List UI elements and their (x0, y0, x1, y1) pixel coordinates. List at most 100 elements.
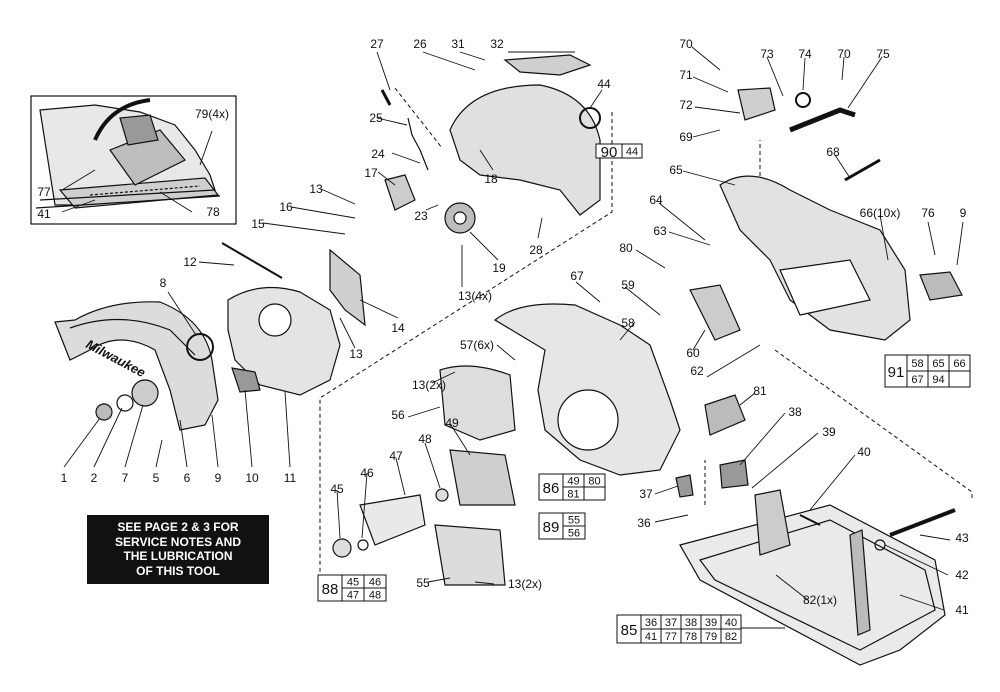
part-callout: 72 (679, 98, 693, 112)
kit-id: 89 (543, 519, 560, 536)
part-callout: 17 (364, 166, 378, 180)
leader-lines (61, 46, 964, 629)
part-callout: 14 (391, 321, 405, 335)
part-callout: 49 (445, 416, 459, 430)
part-callout: 41 (955, 603, 969, 617)
part-callout: 13(2x) (508, 577, 542, 591)
kit-part: 39 (705, 617, 717, 629)
kit-part: 47 (347, 590, 359, 602)
kit-id: 91 (888, 364, 905, 381)
note-line: OF THIS TOOL (136, 563, 220, 578)
part-callout: 68 (826, 145, 840, 159)
part-callout: 11 (284, 471, 297, 485)
guard-assembly: Milwaukee (54, 242, 366, 431)
part-callout: 56 (391, 408, 405, 422)
note-line: THE LUBRICATION (123, 549, 233, 563)
part-callout: 40 (857, 445, 871, 459)
part-callout: 18 (484, 172, 498, 186)
kit-part: 55 (568, 515, 580, 527)
part-callout: 9 (215, 471, 222, 485)
part-callout: 55 (416, 576, 430, 590)
kit-id: 85 (621, 622, 638, 639)
part-callout: 36 (637, 516, 651, 530)
part-callout: 60 (686, 346, 700, 360)
part-callout: 1 (61, 471, 68, 485)
kit-id: 88 (322, 581, 339, 598)
part-callout: 26 (413, 37, 427, 51)
part-callout: 62 (690, 364, 704, 378)
part-callout: 46 (360, 466, 374, 480)
kit-part: 44 (626, 146, 638, 158)
housing-assembly (332, 303, 681, 586)
part-callout: 25 (369, 111, 383, 125)
kit-part: 49 (567, 476, 579, 488)
kit-part: 82 (725, 631, 737, 643)
note-line: SEE PAGE 2 & 3 FOR (117, 520, 239, 534)
kit-box-86: 86 49 80 81 (538, 473, 606, 501)
assembly-outlines (319, 87, 973, 578)
part-callout: 69 (679, 130, 693, 144)
part-callout: 77 (37, 185, 51, 199)
part-callout: 13(2x) (412, 378, 446, 392)
kit-part: 66 (953, 358, 965, 370)
kit-part: 81 (567, 489, 579, 501)
kit-part: 65 (932, 358, 944, 370)
part-callout: 24 (371, 147, 385, 161)
part-callout: 75 (876, 47, 890, 61)
part-callout: 66(10x) (860, 206, 901, 220)
part-callout: 15 (251, 217, 265, 231)
part-callout: 58 (621, 316, 635, 330)
kit-part: 48 (369, 590, 381, 602)
handle-assembly (675, 87, 963, 498)
part-callout: 38 (788, 405, 802, 419)
part-callout: 8 (160, 276, 167, 290)
kit-id: 86 (543, 480, 560, 497)
kit-part: 46 (369, 577, 381, 589)
kit-part: 94 (932, 374, 944, 386)
part-callout: 70 (837, 47, 851, 61)
part-callout: 41 (37, 207, 51, 221)
part-callout: 47 (389, 449, 403, 463)
part-callout: 43 (955, 531, 969, 545)
kit-part: 41 (645, 631, 657, 643)
part-callout: 82(1x) (803, 593, 837, 607)
base-plate (679, 489, 956, 666)
part-callout: 6 (184, 471, 191, 485)
part-callout: 63 (653, 224, 667, 238)
part-callout: 23 (414, 209, 428, 223)
kit-part: 80 (588, 476, 600, 488)
part-callout: 42 (955, 568, 969, 582)
part-callout: 16 (279, 200, 293, 214)
inset-detail (30, 95, 237, 225)
part-callout: 59 (621, 278, 635, 292)
part-callout: 78 (206, 205, 220, 219)
part-callout: 7 (122, 471, 129, 485)
part-callout: 19 (492, 261, 506, 275)
part-callout: 13 (309, 182, 323, 196)
part-callout: 31 (451, 37, 465, 51)
kit-part: 77 (665, 631, 677, 643)
upper-guard-assembly (380, 54, 601, 234)
part-callout: 37 (639, 487, 653, 501)
part-callout: 2 (91, 471, 98, 485)
part-callout: 79(4x) (195, 107, 229, 121)
kit-part: 40 (725, 617, 737, 629)
part-callout: 13 (349, 347, 363, 361)
kit-part: 37 (665, 617, 677, 629)
part-callout: 32 (490, 37, 504, 51)
part-callout: 76 (921, 206, 935, 220)
kit-part: 79 (705, 631, 717, 643)
part-callout: 9 (960, 206, 967, 220)
kit-part: 58 (911, 358, 923, 370)
part-callout: 10 (245, 471, 259, 485)
part-callout: 70 (679, 37, 693, 51)
part-callout: 13(4x) (458, 289, 492, 303)
part-callout: 81 (753, 384, 767, 398)
service-note: SEE PAGE 2 & 3 FOR SERVICE NOTES AND THE… (87, 515, 269, 584)
